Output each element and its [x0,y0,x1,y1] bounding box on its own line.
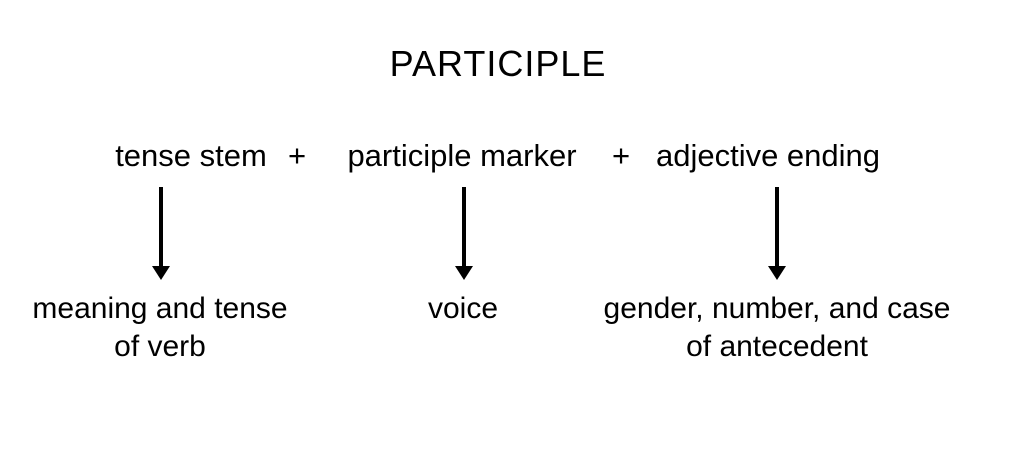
label-participle-marker-meaning: voice [428,290,498,328]
arrow-head [768,266,786,280]
label-line: voice [427,292,499,325]
label-adjective-ending-meaning: gender, number, and case of antecedent [604,290,951,366]
label-tense-stem-meaning: meaning and tense of verb [32,290,287,366]
down-arrow-icon-tense-stem [152,187,170,280]
arrow-head [455,266,473,280]
arrow-head [152,266,170,280]
formula-part-participle-marker: participle marker [347,138,577,173]
formula-part-adjective-ending: adjective ending [655,138,881,173]
arrow-shaft [775,187,779,267]
label-line: meaning and tense [32,292,288,325]
arrow-shaft [159,187,163,267]
label-line: of antecedent [686,330,868,363]
plus-sign: + [287,138,307,173]
down-arrow-icon-adjective-ending [768,187,786,280]
arrow-shaft [462,187,466,267]
label-line: gender, number, and case [603,292,951,325]
diagram-title: PARTICIPLE [389,43,607,84]
label-line: of verb [114,330,206,363]
formula-part-tense-stem: tense stem [115,138,267,173]
down-arrow-icon-participle-marker [455,187,473,280]
plus-sign: + [611,138,631,173]
